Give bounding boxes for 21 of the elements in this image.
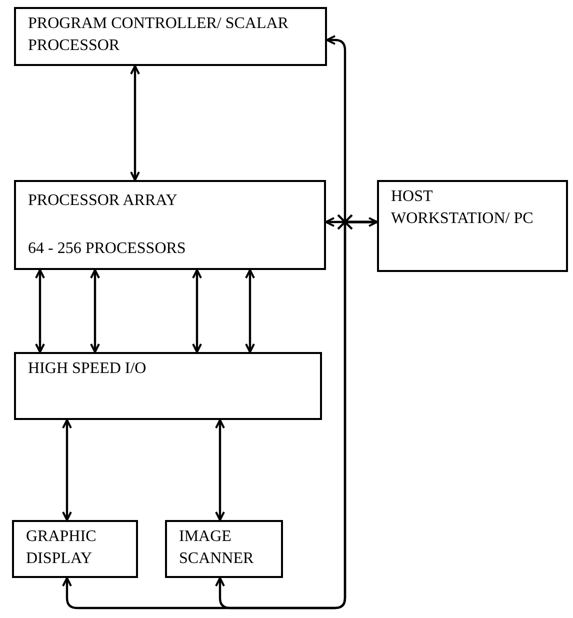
- box-label: PROGRAM CONTROLLER/ SCALAR PROCESSOR: [28, 14, 290, 56]
- box-label: HOST WORKSTATION/ PC: [391, 187, 534, 229]
- arrow: [62, 419, 72, 521]
- arrow: [245, 269, 255, 353]
- arrow: [192, 269, 202, 353]
- arrow: [325, 217, 378, 227]
- process-box: [14, 180, 326, 270]
- process-box: [14, 7, 327, 66]
- arrow: [35, 269, 45, 353]
- arrow: [215, 419, 225, 521]
- box-label: IMAGE SCANNER: [179, 527, 255, 569]
- arrow: [90, 269, 100, 353]
- process-box: [377, 180, 568, 272]
- process-box: [165, 520, 283, 578]
- process-box: [14, 352, 322, 420]
- box-label: PROCESSOR ARRAY: [28, 191, 178, 211]
- process-box: [12, 520, 138, 578]
- arrow: [130, 65, 140, 181]
- box-label: HIGH SPEED I/O: [28, 359, 148, 379]
- box-label: GRAPHIC DISPLAY: [26, 527, 98, 569]
- box-label: 64 - 256 PROCESSORS: [28, 239, 187, 259]
